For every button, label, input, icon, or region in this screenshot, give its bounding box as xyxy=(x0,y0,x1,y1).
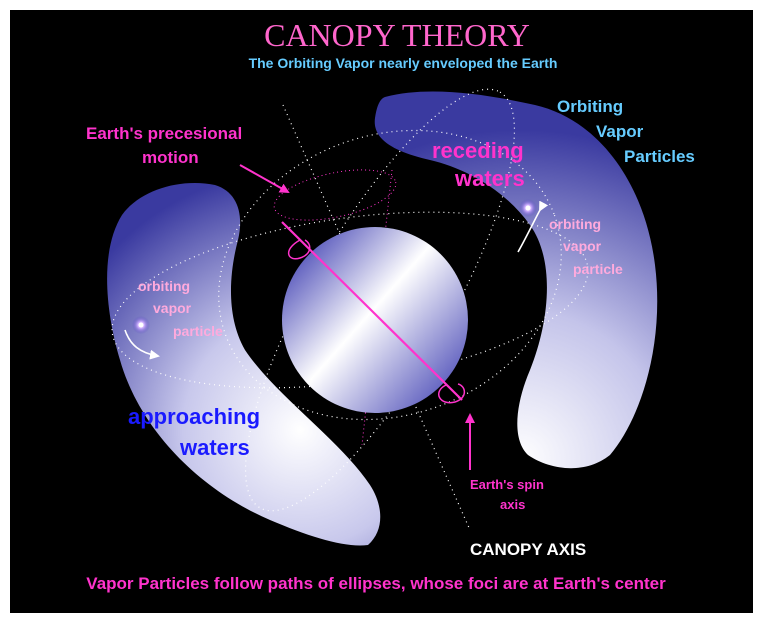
page-subtitle: The Orbiting Vapor nearly enveloped the … xyxy=(249,55,558,71)
spin-rotation-arrow-top xyxy=(288,239,311,260)
label-receding: receding xyxy=(432,138,524,163)
spin-rotation-arrow-bottom xyxy=(438,383,466,404)
orbit-paths xyxy=(111,88,589,531)
label-orbiting-vapor-particles-2: Vapor xyxy=(596,122,644,141)
label-particle-left-3: particle xyxy=(173,323,223,339)
label-canopy-axis: CANOPY AXIS xyxy=(470,540,586,559)
earth-spin-axis-line xyxy=(281,221,463,401)
label-spin-axis-1: Earth's spin xyxy=(470,477,544,492)
label-orbiting-vapor-particles-3: Particles xyxy=(624,147,695,166)
particle-core-right xyxy=(525,205,531,211)
label-particle-right-3: particle xyxy=(573,261,623,277)
label-precession-1: Earth's precesional xyxy=(86,124,242,143)
orbit-ellipse-horizontal xyxy=(111,211,589,389)
label-particle-left-1: orbiting xyxy=(138,278,190,294)
label-receding-waters: waters xyxy=(454,166,525,191)
page-title: CANOPY THEORY xyxy=(264,17,530,53)
left-canopy-shape xyxy=(107,183,381,546)
particle-motion-arrow-left xyxy=(124,329,160,360)
precession-path xyxy=(273,169,397,446)
label-particle-left-2: vapor xyxy=(153,300,192,316)
label-approaching-waters: waters xyxy=(179,435,250,460)
particle-motion-arrow-right xyxy=(517,200,549,253)
label-spin-axis-2: axis xyxy=(500,497,525,512)
label-orbiting-vapor-particles-1: Orbiting xyxy=(557,97,623,116)
earth-sphere xyxy=(282,227,468,413)
label-particle-right-1: orbiting xyxy=(549,216,601,232)
precession-ellipse xyxy=(273,169,397,221)
label-particle-right-2: vapor xyxy=(563,238,602,254)
particle-core-left xyxy=(138,322,144,328)
label-precession-2: motion xyxy=(142,148,199,167)
right-canopy-shape xyxy=(374,91,658,469)
label-approaching: approaching xyxy=(128,404,260,429)
bottom-caption: Vapor Particles follow paths of ellipses… xyxy=(86,574,666,593)
orbit-ellipse-outer xyxy=(218,129,562,421)
precession-pointer-arrow xyxy=(239,164,290,193)
orbit-ellipse-tilted xyxy=(244,88,516,512)
